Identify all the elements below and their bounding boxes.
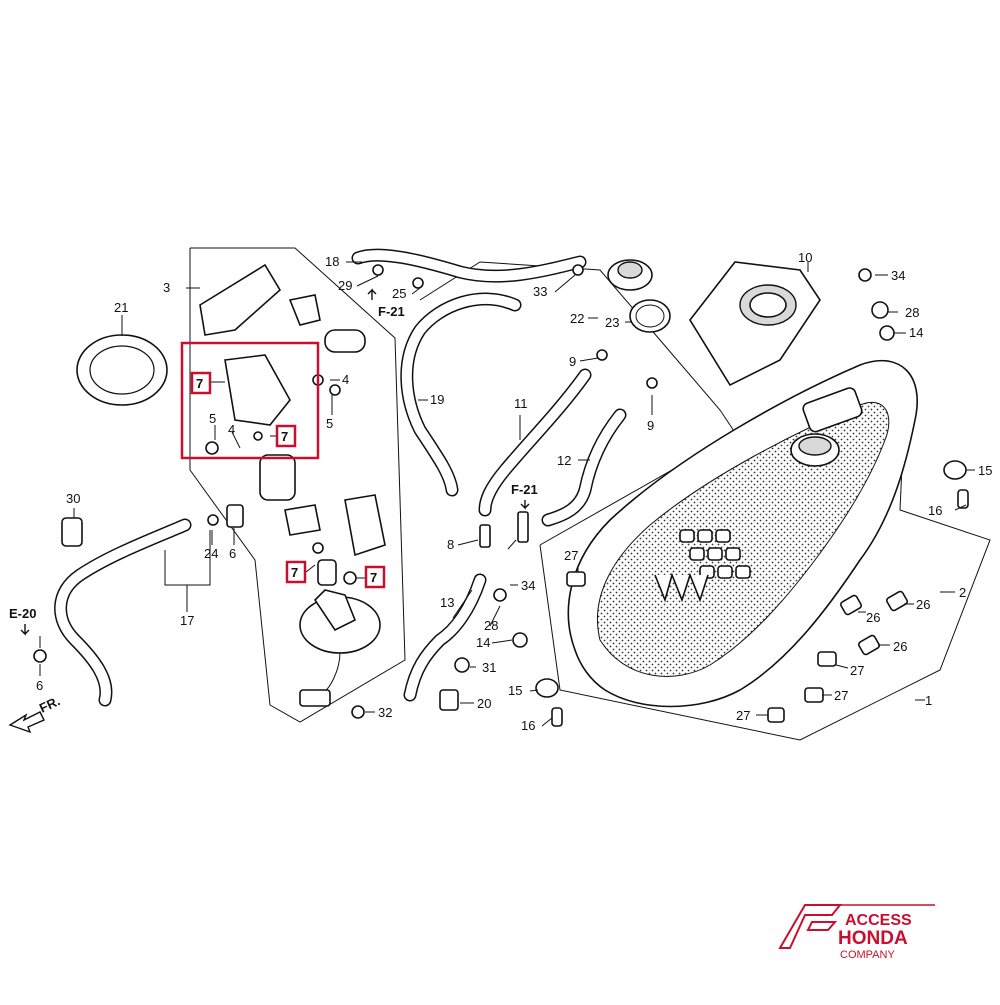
part-label: 10 [798, 250, 812, 265]
highlight-boxes [180, 341, 386, 589]
highlight-box-pump-strainer [180, 341, 320, 460]
part-label: 11 [514, 396, 528, 411]
part-label: 14 [909, 325, 923, 340]
part-label: 31 [482, 660, 496, 675]
part-label: 25 [392, 286, 406, 301]
part-label: 15 [978, 463, 992, 478]
part-label: 6 [36, 678, 43, 693]
part-label: 12 [557, 453, 571, 468]
part-label-highlighted: 7 [196, 376, 203, 391]
part-label: 9 [647, 418, 654, 433]
tank-cover [689, 261, 821, 387]
logo-line-company: COMPANY [840, 949, 895, 961]
hose-12 [541, 408, 627, 527]
logo-emblem-icon [778, 904, 843, 949]
fuel-tank [567, 359, 918, 708]
fuel-pump-gasket-21 [76, 334, 168, 406]
fuel-pump-filter [224, 354, 291, 426]
assembly-frame-3 [189, 247, 406, 723]
logo-line-access: ACCESS [845, 912, 912, 929]
part-label: 14 [476, 635, 490, 650]
part-label: 16 [521, 718, 535, 733]
part-label: 17 [180, 613, 194, 628]
part-label: 3 [163, 280, 170, 295]
reference-e20: E-20 [9, 606, 36, 621]
part-label: 24 [204, 546, 218, 561]
part-label: 1 [925, 693, 932, 708]
part-label-highlighted: 7 [370, 570, 377, 585]
highlight-tag-7b [275, 424, 297, 448]
part-label: 4 [342, 372, 349, 387]
highlight-tag-7a [190, 371, 212, 395]
part-label: 20 [477, 696, 491, 711]
part-label: 27 [564, 548, 578, 563]
part-label-highlighted: 7 [281, 429, 288, 444]
part-label: 22 [570, 311, 584, 326]
part-label: 29 [338, 278, 352, 293]
part-label: 5 [326, 416, 333, 431]
hose-19 [400, 292, 522, 497]
part-label: 16 [928, 503, 942, 518]
part-label: 2 [959, 585, 966, 600]
highlight-tag-7d [364, 565, 386, 589]
fuel-pump-bracket [284, 494, 386, 586]
part-label: 21 [114, 300, 128, 315]
tank-pocket-grid [679, 529, 751, 579]
fuel-pump-base [299, 589, 381, 707]
part-label: 19 [430, 392, 444, 407]
highlight-tag-7c [285, 560, 307, 584]
front-direction-label: FR. [37, 693, 62, 715]
part-label: 9 [569, 354, 576, 369]
hose-17 [54, 518, 192, 707]
part-label: 6 [229, 546, 236, 561]
arrow-down-icon [520, 500, 530, 510]
part-labels: 1 2 3 4 4 5 5 6 6 7 7 7 7 8 9 9 10 11 12… [36, 250, 992, 733]
hose-11 [478, 368, 592, 517]
part-label: 4 [228, 422, 235, 437]
arrow-up-icon [367, 288, 377, 300]
bolts-and-clips [33, 264, 969, 727]
part-label: 27 [834, 688, 848, 703]
access-honda-logo: ACCESS HONDA COMPANY [778, 904, 935, 961]
reference-f21-mid: F-21 [511, 482, 538, 497]
arrow-down-icon [20, 624, 30, 636]
hose-18 [351, 248, 587, 283]
part-label: 32 [378, 705, 392, 720]
part-label: 27 [736, 708, 750, 723]
part-label: 27 [850, 663, 864, 678]
part-label: 28 [905, 305, 919, 320]
front-direction-icon: FR. [8, 693, 62, 734]
part-label: 8 [447, 537, 454, 552]
reference-f21-top: F-21 [378, 304, 405, 319]
part-label: 23 [605, 315, 619, 330]
leader-lines [39, 261, 975, 727]
part-label: 18 [325, 254, 339, 269]
hose-13 [403, 573, 487, 702]
part-label: 28 [484, 618, 498, 633]
part-label: 34 [891, 268, 905, 283]
part-label: 30 [66, 491, 80, 506]
part-label: 34 [521, 578, 535, 593]
part-label: 26 [916, 597, 930, 612]
cap-gasket [629, 299, 671, 333]
part-label: 5 [209, 411, 216, 426]
fuel-pump-upper [199, 263, 366, 353]
part-label-highlighted: 7 [291, 565, 298, 580]
part-label: 26 [893, 639, 907, 654]
part-label: 15 [508, 683, 522, 698]
logo-line-honda: HONDA [838, 928, 908, 949]
part-label: 26 [866, 610, 880, 625]
part-label: 13 [440, 595, 454, 610]
fuel-cap [607, 259, 653, 291]
part-label: 33 [533, 284, 547, 299]
reference-tags: F-21 F-21 E-20 FR. [8, 288, 538, 734]
fuel-pump-motor [259, 454, 296, 501]
